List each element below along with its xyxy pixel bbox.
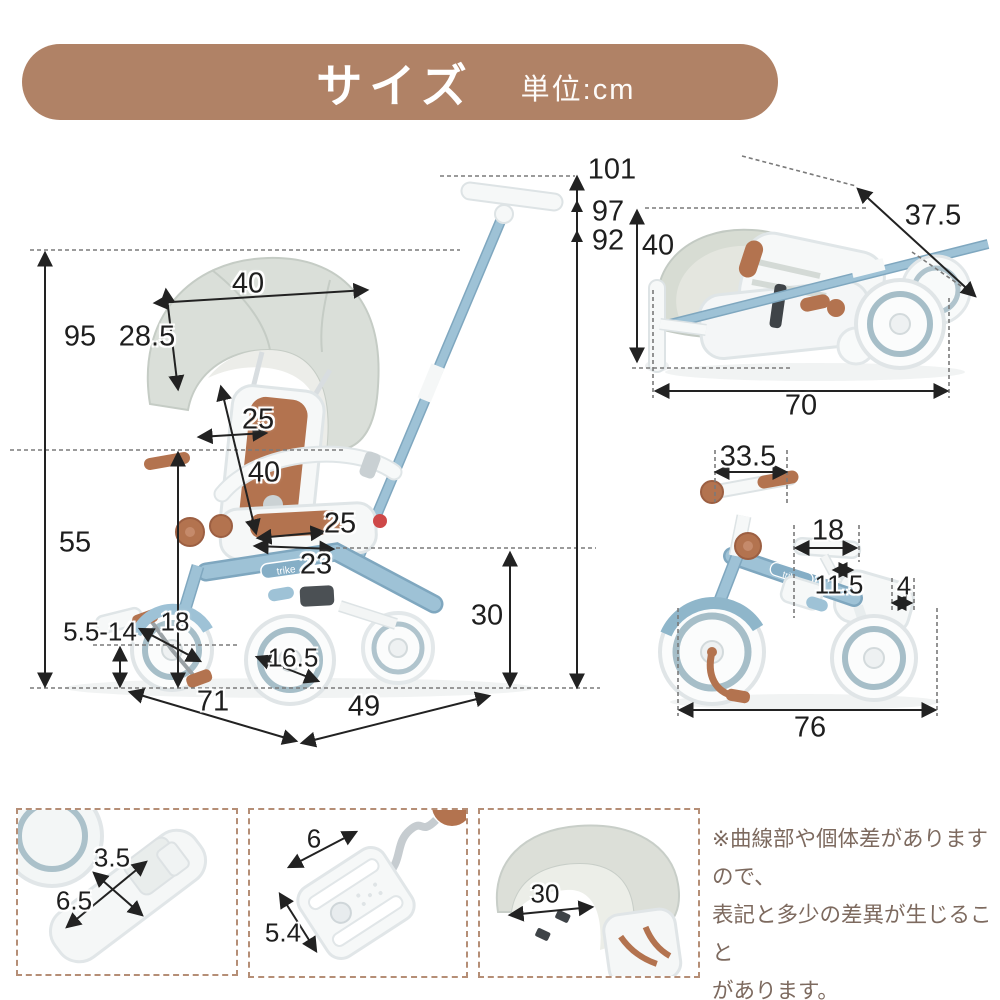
dim-seatback-height: 40 bbox=[247, 456, 281, 489]
dim-footrest-height-range: 5.5-14 bbox=[63, 616, 137, 647]
detail-box-pedal bbox=[248, 808, 468, 978]
dim-front-wheel-diameter: 18 bbox=[160, 606, 190, 637]
disclaimer-note: ※曲線部や個体差がありますので、 表記と多少の差異が生じること があります。 あ… bbox=[712, 820, 1000, 1000]
dim-folded-depth: 37.5 bbox=[904, 199, 962, 232]
dim-rear-frame-height: 30 bbox=[470, 599, 504, 632]
dim-canopy-width: 40 bbox=[231, 267, 265, 300]
dim-rear-wheel-width: 4 bbox=[896, 570, 912, 601]
dim-footrest-length: 6.5 bbox=[55, 885, 93, 916]
dim-folded-length: 70 bbox=[784, 389, 818, 422]
dimension-arrows bbox=[37, 174, 977, 954]
banner-title: サイズ bbox=[316, 60, 474, 112]
dim-seat-depth: 23 bbox=[299, 548, 333, 581]
detail-box-footrest bbox=[16, 808, 238, 976]
dim-canopy-detail-width: 30 bbox=[530, 878, 560, 909]
dim-canopy-depth: 28.5 bbox=[118, 320, 176, 353]
dim-ground-length: 71 bbox=[196, 685, 230, 718]
pedal-detail-illustration bbox=[296, 810, 466, 960]
dim-folded-height: 40 bbox=[641, 229, 675, 262]
folded-trike-illustration bbox=[645, 228, 990, 381]
dim-seatback-width: 25 bbox=[241, 403, 275, 436]
note-line-3: があります。 bbox=[712, 979, 839, 1000]
dim-handlebar-width: 33.5 bbox=[719, 440, 777, 473]
dim-rear-wheel-diameter: 16.5 bbox=[267, 642, 319, 673]
dim-seat-width: 25 bbox=[323, 507, 357, 540]
size-banner: サイズ 単位:cm bbox=[22, 44, 778, 120]
main-trike-logo: trike bbox=[276, 564, 297, 578]
banner-unit-label: 単位:cm bbox=[520, 74, 636, 106]
dim-handle-height-mid: 97 bbox=[591, 195, 625, 228]
dim-pedal-depth: 5.4 bbox=[264, 917, 302, 948]
note-line-1: ※曲線部や個体差がありますので、 bbox=[712, 827, 989, 889]
dim-overall-length: 76 bbox=[793, 711, 827, 744]
canopy-detail-illustration bbox=[495, 824, 683, 976]
dim-footrest-width: 3.5 bbox=[93, 842, 131, 873]
dim-handle-height-top: 101 bbox=[587, 153, 637, 186]
dim-saddle-offset: 11.5 bbox=[814, 569, 864, 600]
dim-saddle-length: 18 bbox=[811, 514, 845, 547]
dim-seat-height: 55 bbox=[58, 526, 92, 559]
dim-pedal-width: 6 bbox=[306, 823, 322, 854]
dim-handle-height-low: 92 bbox=[591, 224, 625, 257]
dim-overall-height: 95 bbox=[63, 320, 97, 353]
detail-box-canopy bbox=[478, 808, 700, 978]
note-line-2: 表記と多少の差異が生じること bbox=[712, 903, 992, 965]
dim-rear-track-width: 49 bbox=[347, 690, 381, 723]
